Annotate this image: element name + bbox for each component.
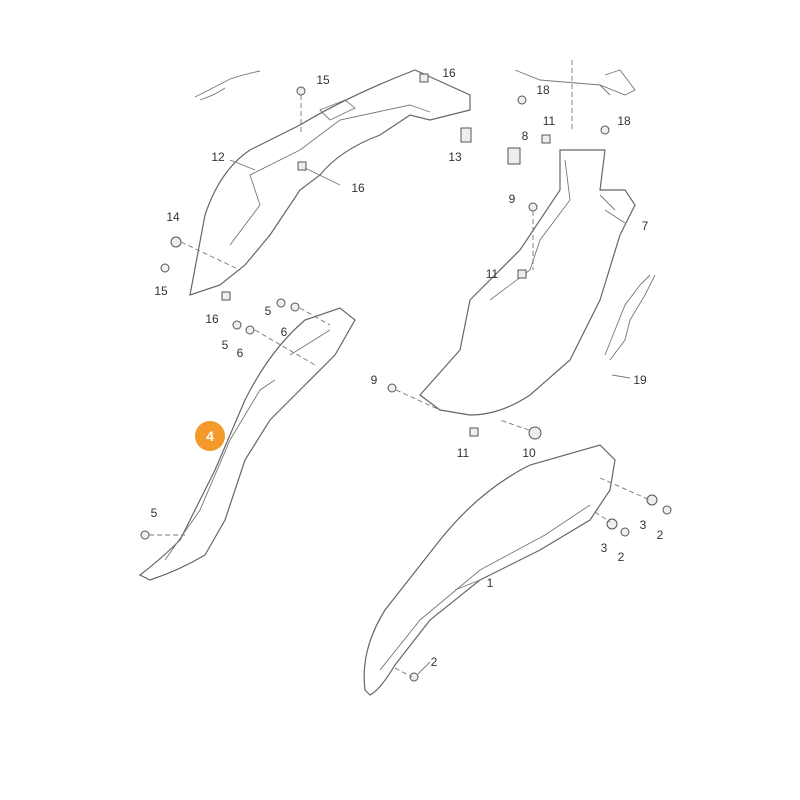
- callout-5: 5: [264, 304, 272, 318]
- callout-15: 15: [154, 284, 168, 298]
- part-4-cover: [138, 307, 356, 581]
- callout-11: 11: [542, 114, 556, 128]
- callout-12: 12: [211, 150, 225, 164]
- callout-5: 5: [221, 338, 229, 352]
- callout-13: 13: [448, 150, 462, 164]
- callout-9: 9: [508, 192, 516, 206]
- callout-16: 16: [205, 312, 219, 326]
- callout-1: 1: [486, 576, 494, 590]
- callout-14: 14: [166, 210, 180, 224]
- callout-15: 15: [316, 73, 330, 87]
- callout-10: 10: [522, 446, 536, 460]
- callout-16: 16: [442, 66, 456, 80]
- bracket: [514, 69, 636, 96]
- callout-9: 9: [370, 373, 378, 387]
- emblem-19: [604, 274, 656, 361]
- callout-2: 2: [656, 528, 664, 542]
- callout-11: 11: [456, 446, 470, 460]
- callout-16: 16: [351, 181, 365, 195]
- part-12-cover: [189, 69, 471, 296]
- callout-11: 11: [485, 267, 499, 281]
- callout-2: 2: [430, 655, 438, 669]
- highlighted-part-badge[interactable]: 4: [195, 421, 225, 451]
- callout-3: 3: [600, 541, 608, 555]
- part-13: [460, 127, 472, 143]
- leader-lines: [229, 159, 631, 675]
- part-8: [507, 147, 521, 165]
- part-1-cover: [363, 444, 616, 696]
- callout-5: 5: [150, 506, 158, 520]
- callout-19: 19: [633, 373, 647, 387]
- callout-18: 18: [536, 83, 550, 97]
- callout-7: 7: [641, 219, 649, 233]
- emblem-12: [194, 70, 261, 101]
- callout-3: 3: [639, 518, 647, 532]
- part-7-cover: [419, 149, 636, 416]
- callout-2: 2: [617, 550, 625, 564]
- callout-8: 8: [521, 129, 529, 143]
- fasteners: [140, 73, 672, 682]
- callout-6: 6: [236, 346, 244, 360]
- callout-18: 18: [617, 114, 631, 128]
- callout-6: 6: [280, 325, 288, 339]
